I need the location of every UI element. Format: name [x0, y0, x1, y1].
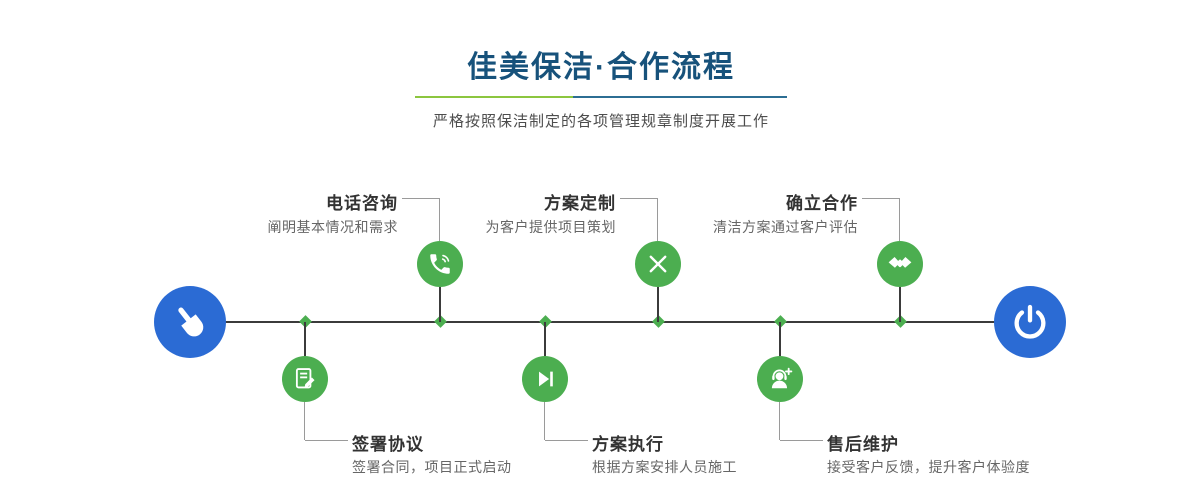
step-title: 方案定制 — [544, 194, 616, 213]
step-desc: 签署合同，项目正式启动 — [352, 459, 512, 475]
label-connector — [657, 198, 658, 241]
step-title: 电话咨询 — [326, 194, 398, 213]
timeline-end-node — [994, 286, 1066, 358]
page-subtitle: 严格按照保洁制定的各项管理规章制度开展工作 — [432, 113, 769, 130]
node-phone-consult — [417, 241, 463, 287]
divider-blue-segment — [573, 96, 787, 98]
timeline-line — [190, 321, 1030, 323]
label-connector — [620, 198, 658, 199]
stem-line — [779, 322, 781, 356]
step-desc: 根据方案安排人员施工 — [592, 459, 737, 475]
step-desc: 为客户提供项目策划 — [485, 219, 616, 235]
stem-line — [544, 322, 546, 356]
design-tools-icon — [649, 255, 667, 273]
step-title: 售后维护 — [827, 435, 899, 454]
label-connector — [779, 402, 780, 440]
step-desc: 阐明基本情况和需求 — [267, 219, 398, 235]
step-desc: 清洁方案通过客户评估 — [713, 219, 858, 235]
step-title: 签署协议 — [352, 435, 424, 454]
node-establish-cooperation — [877, 241, 923, 287]
step-title: 方案执行 — [592, 435, 664, 454]
label-connector — [402, 198, 440, 199]
divider-green-segment — [415, 96, 573, 98]
contract-sign-icon — [295, 368, 315, 389]
execute-play-icon — [539, 371, 553, 387]
stem-line — [657, 287, 659, 322]
stem-line — [439, 287, 441, 322]
node-plan-execute — [522, 356, 568, 402]
stem-line — [304, 322, 306, 356]
label-connector — [862, 198, 900, 199]
node-plan-customize — [635, 241, 681, 287]
timeline-start-node — [154, 286, 226, 358]
node-sign-agreement — [282, 356, 328, 402]
title-divider — [415, 96, 787, 98]
label-connector — [304, 402, 305, 440]
power-icon — [1014, 304, 1046, 339]
label-connector — [439, 198, 440, 241]
step-title: 确立合作 — [786, 194, 858, 213]
label-connector — [545, 440, 588, 441]
label-connector — [305, 440, 348, 441]
customer-service-icon — [771, 367, 793, 389]
stem-line — [899, 287, 901, 322]
label-connector — [899, 198, 900, 241]
node-after-sales — [757, 356, 803, 402]
label-connector — [544, 402, 545, 440]
label-connector — [780, 440, 823, 441]
handshake-icon — [888, 256, 912, 268]
page-title: 佳美保洁·合作流程 — [467, 51, 735, 84]
step-desc: 接受客户反馈，提升客户体验度 — [827, 459, 1030, 475]
pointing-hand-icon — [178, 307, 204, 337]
phone-icon — [430, 254, 450, 274]
